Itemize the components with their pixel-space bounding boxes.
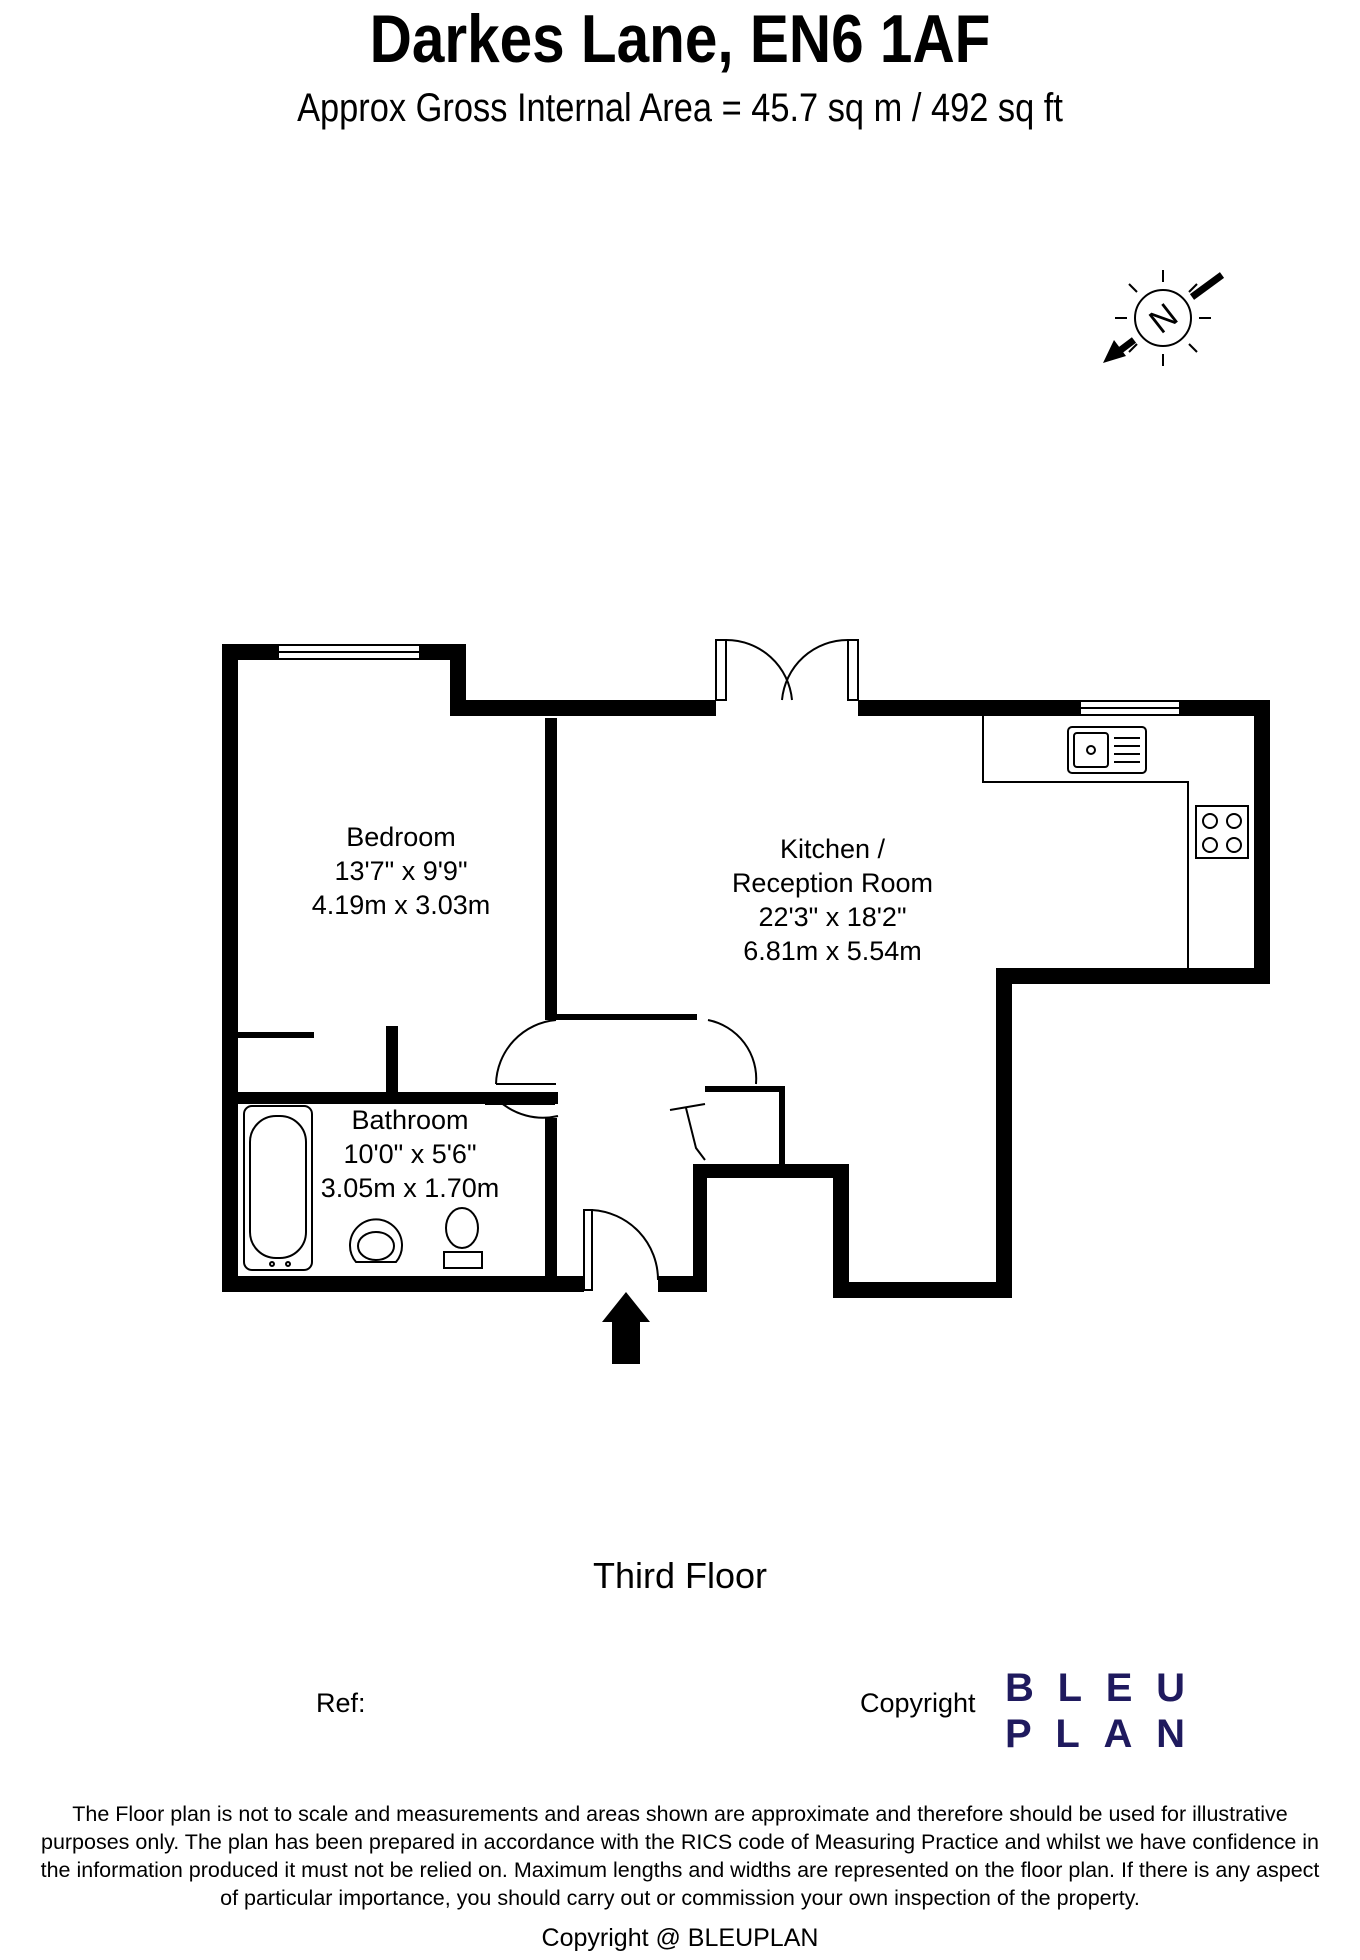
logo-letter: A bbox=[1103, 1712, 1133, 1756]
gross-area: Approx Gross Internal Area = 45.7 sq m /… bbox=[297, 86, 1063, 130]
disclaimer-line: the information produced it must not be … bbox=[40, 1858, 1320, 1882]
window bbox=[277, 644, 1181, 716]
logo-letter: E bbox=[1105, 1666, 1133, 1710]
disclaimer-line: The Floor plan is not to scale and measu… bbox=[72, 1802, 1288, 1826]
french-doors bbox=[715, 638, 859, 701]
logo-letter: P bbox=[1005, 1712, 1032, 1756]
copyright-label: Copyright bbox=[860, 1688, 976, 1718]
disclaimer-line: of particular importance, you should car… bbox=[220, 1886, 1140, 1910]
compass-icon: N bbox=[1103, 270, 1225, 366]
bedroom-label: Bedroom 13'7" x 9'9" 4.19m x 3.03m bbox=[290, 820, 512, 922]
room-dimensions-metric: 6.81m x 5.54m bbox=[743, 936, 922, 966]
logo-letter: L bbox=[1055, 1712, 1080, 1756]
room-name: Bathroom bbox=[351, 1105, 469, 1135]
plan-title: Darkes Lane, EN6 1AF bbox=[369, 1, 991, 77]
entrance-arrow-icon bbox=[602, 1292, 650, 1364]
logo-letter: N bbox=[1156, 1712, 1185, 1756]
logo-letter: L bbox=[1057, 1666, 1083, 1710]
disclaimer: The Floor plan is not to scale and measu… bbox=[0, 1800, 1360, 1912]
kitchen-units bbox=[982, 716, 1249, 968]
kitchen-label: Kitchen / Reception Room 22'3" x 18'2" 6… bbox=[700, 832, 965, 968]
logo-letter: U bbox=[1156, 1666, 1185, 1710]
room-dimensions-imperial: 13'7" x 9'9" bbox=[334, 856, 468, 886]
footer-copyright: Copyright @ BLEUPLAN bbox=[541, 1924, 819, 1952]
bathroom-fixtures bbox=[243, 1105, 483, 1271]
bathroom-label: Bathroom 10'0" x 5'6" 3.05m x 1.70m bbox=[300, 1103, 520, 1205]
room-name: Kitchen / bbox=[779, 834, 886, 864]
disclaimer-line: purposes only. The plan has been prepare… bbox=[40, 1830, 1319, 1854]
bleuplan-logo: B L E U P L A N bbox=[1005, 1665, 1185, 1757]
logo-letter: B bbox=[1005, 1666, 1034, 1710]
room-name: Reception Room bbox=[731, 868, 934, 898]
entrance-door bbox=[583, 1209, 660, 1291]
room-dimensions-imperial: 22'3" x 18'2" bbox=[758, 902, 907, 932]
floor-name: Third Floor bbox=[592, 1555, 768, 1596]
walls bbox=[222, 644, 1270, 1298]
room-dimensions-imperial: 10'0" x 5'6" bbox=[343, 1139, 477, 1169]
room-dimensions-metric: 3.05m x 1.70m bbox=[320, 1173, 500, 1203]
ref-label: Ref: bbox=[316, 1688, 366, 1718]
room-dimensions-metric: 4.19m x 3.03m bbox=[311, 890, 491, 920]
internal-doors bbox=[485, 1019, 758, 1161]
room-name: Bedroom bbox=[346, 822, 456, 852]
